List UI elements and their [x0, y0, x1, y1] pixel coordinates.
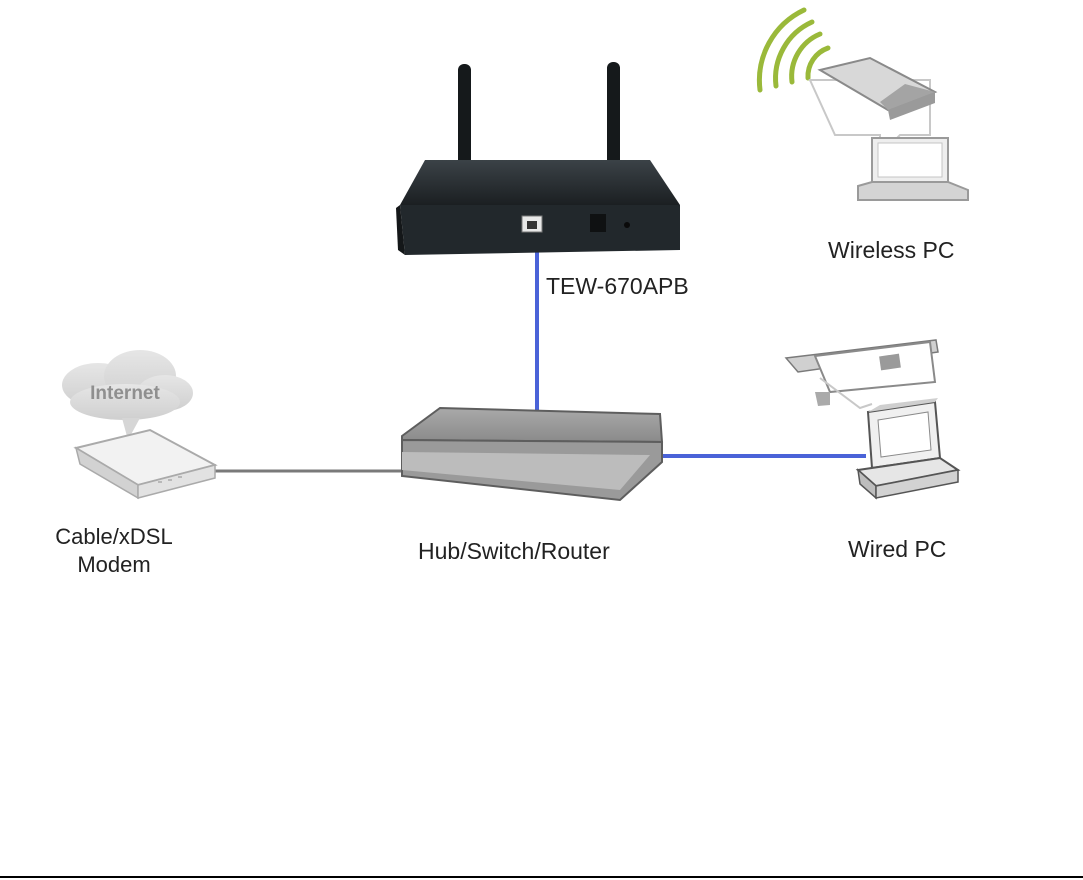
page-bottom-rule: [0, 876, 1083, 878]
internet-cloud-icon: Internet: [62, 350, 193, 440]
wireless-pc-label: Wireless PC: [828, 236, 955, 264]
modem-label-line2: Modem: [52, 551, 176, 579]
access-point-device: [396, 62, 680, 255]
access-point-label: TEW-670APB: [546, 272, 689, 300]
modem-label: Cable/xDSL Modem: [52, 523, 176, 579]
wifi-signal-icon: [759, 10, 828, 90]
desktop-monitor-icon: [858, 398, 958, 498]
wired-pc-device: [786, 340, 958, 498]
wireless-pc-device: [759, 10, 968, 200]
switch-device: [402, 408, 662, 500]
network-card-icon: [786, 340, 938, 406]
modem-device: Internet: [62, 350, 215, 498]
switch-label: Hub/Switch/Router: [418, 537, 610, 565]
modem-label-line1: Cable/xDSL: [52, 523, 176, 551]
wired-pc-label: Wired PC: [848, 535, 946, 563]
internet-label: Internet: [90, 383, 160, 404]
laptop-icon: [858, 138, 968, 200]
